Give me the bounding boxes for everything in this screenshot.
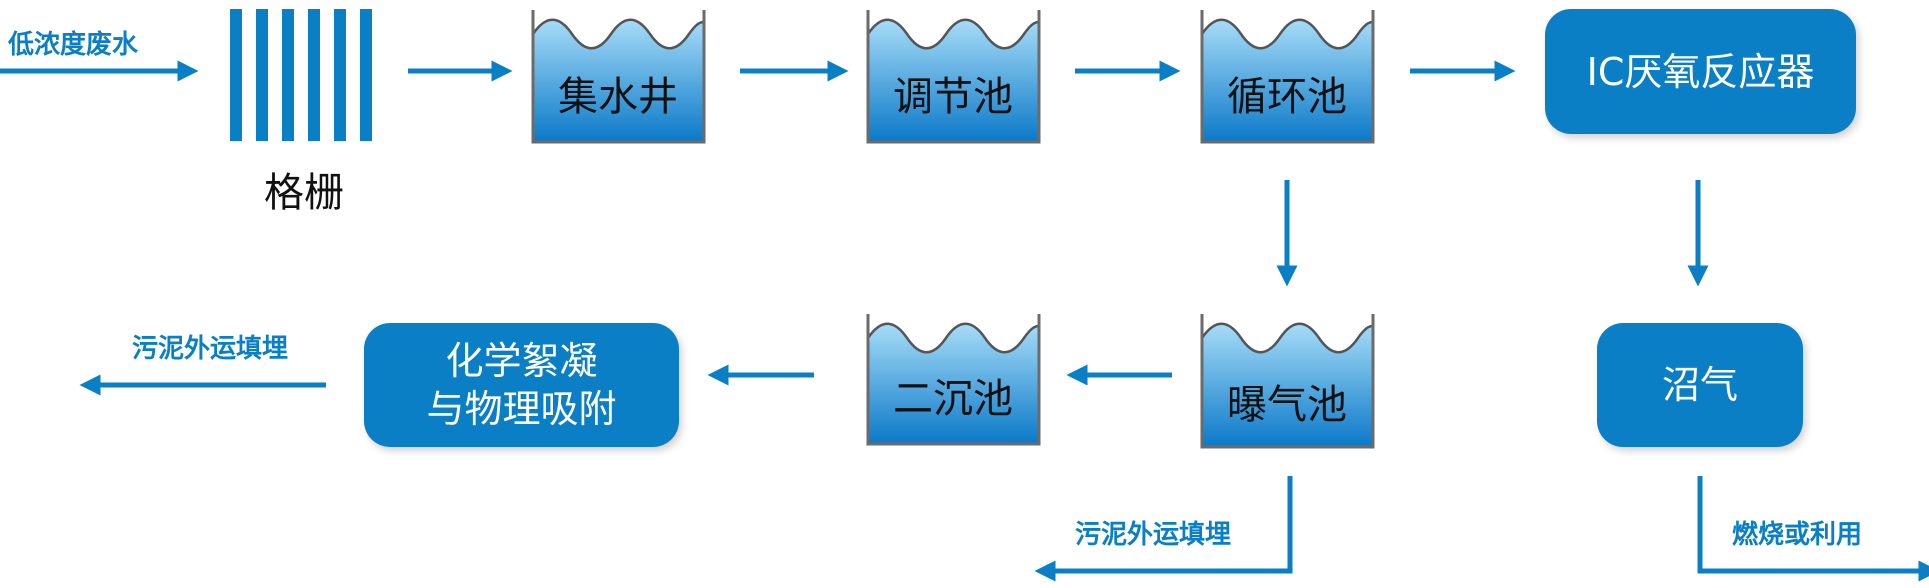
tank-aeration-icon: [1200, 314, 1375, 449]
sludge-left-label: 污泥外运填埋: [132, 334, 289, 364]
sludge-bottom-label: 污泥外运填埋: [1075, 520, 1232, 550]
influent-label: 低浓度废水: [8, 30, 139, 60]
chemical-treatment-box: 化学絮凝 与物理吸附: [364, 323, 679, 447]
tank-circulation-icon: [1200, 10, 1375, 144]
arrow-aeration-sludge-out: [1034, 476, 1293, 582]
arrow-biogas-use-out: [1697, 476, 1929, 582]
biogas-use-label: 燃烧或利用: [1732, 520, 1863, 550]
tank-aeration-label: 曝气池: [1227, 382, 1347, 428]
biogas-box: 沼气: [1597, 323, 1803, 447]
tank-equalization-label: 调节池: [893, 74, 1013, 120]
tank-equalization-icon: [866, 10, 1041, 144]
ic-reactor-box: IC厌氧反应器: [1545, 9, 1856, 134]
tank-circulation-label: 循环池: [1227, 74, 1347, 120]
grating-label: 格栅: [264, 170, 344, 216]
tank-collection-label: 集水井: [558, 74, 678, 120]
grating-icon: [230, 9, 372, 141]
tank-collection-icon: [531, 10, 706, 144]
tank-secondary-icon: [866, 314, 1041, 446]
chemical-treatment-line2: 与物理吸附: [426, 387, 617, 431]
tank-secondary-label: 二沉池: [893, 376, 1013, 422]
biogas-label: 沼气: [1661, 363, 1738, 407]
chemical-treatment-line1: 化学絮凝: [445, 339, 598, 383]
ic-reactor-label: IC厌氧反应器: [1586, 49, 1815, 94]
